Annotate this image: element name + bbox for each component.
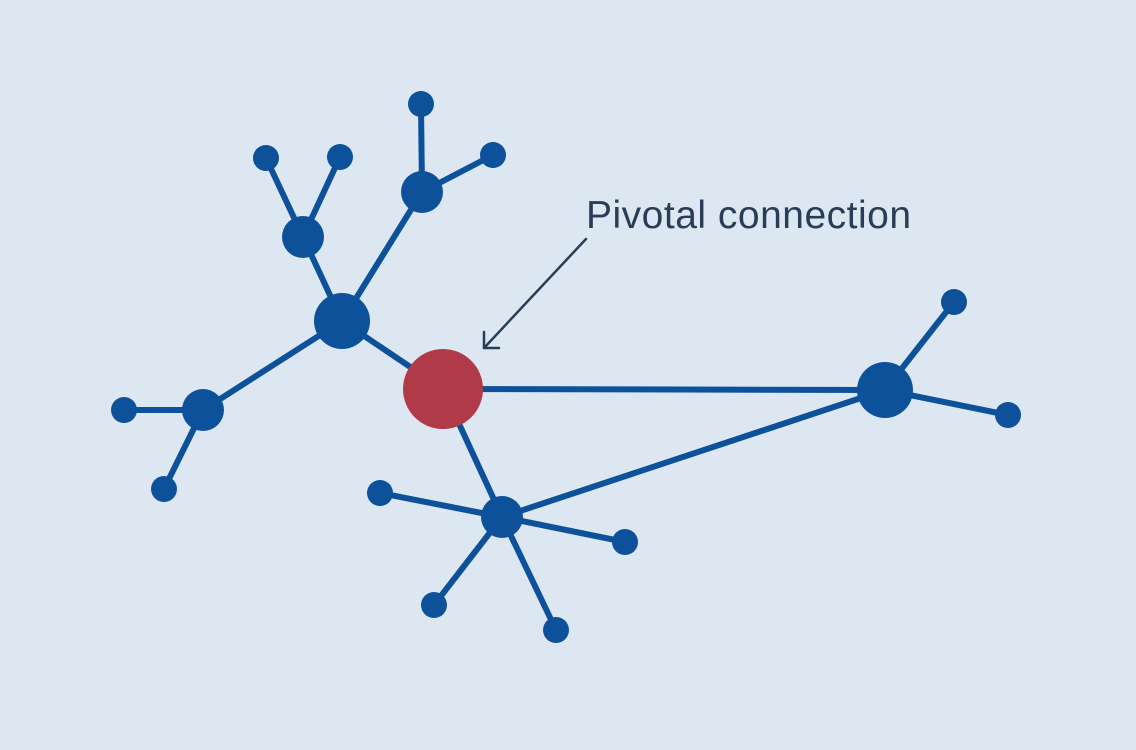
leaf-node <box>327 144 353 170</box>
annotation-label: Pivotal connection <box>586 194 912 237</box>
leaf-node <box>111 397 137 423</box>
edge <box>499 387 888 520</box>
leaf-node <box>408 91 434 117</box>
leaf-node <box>253 145 279 171</box>
hub-node <box>857 362 913 418</box>
hub-node <box>182 389 224 431</box>
leaf-node <box>151 476 177 502</box>
leaf-node <box>367 480 393 506</box>
leaf-node <box>543 617 569 643</box>
leaf-node <box>480 142 506 168</box>
leaf-node <box>941 289 967 315</box>
hub-node <box>401 171 443 213</box>
hub-node <box>481 496 523 538</box>
annotation-arrow <box>482 237 588 350</box>
leaf-node <box>995 402 1021 428</box>
nodes <box>111 91 1021 643</box>
pivotal-node <box>403 349 483 429</box>
annotation: Pivotal connection <box>482 194 912 350</box>
hub-node <box>314 293 370 349</box>
leaf-node <box>612 529 638 555</box>
edge <box>440 386 888 393</box>
hub-node <box>282 216 324 258</box>
annotation-arrowhead <box>482 330 501 350</box>
leaf-node <box>421 592 447 618</box>
